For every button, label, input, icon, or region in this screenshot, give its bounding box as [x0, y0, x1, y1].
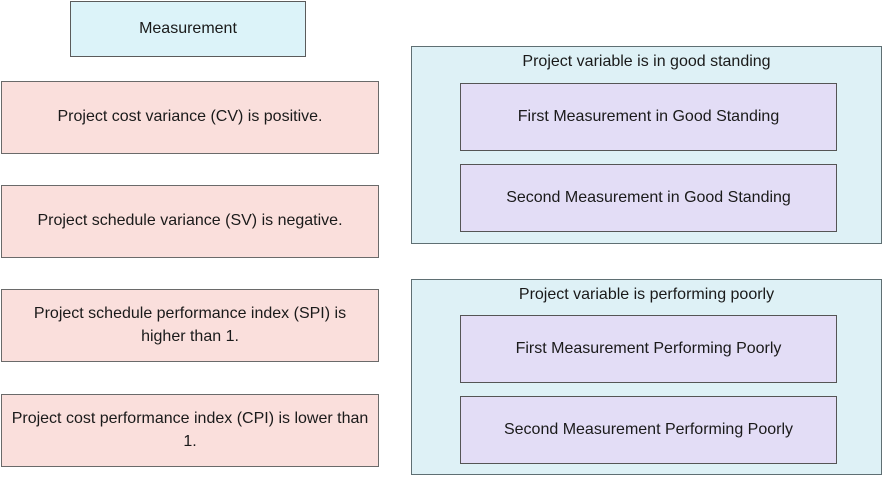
measurement-header: Measurement [70, 1, 306, 57]
good-standing-drop-slot-2[interactable]: Second Measurement in Good Standing [460, 164, 837, 232]
good-standing-group: Project variable is in good standing Fir… [411, 46, 882, 244]
good-standing-title: Project variable is in good standing [522, 53, 771, 70]
good-standing-drop-slot-1[interactable]: First Measurement in Good Standing [460, 83, 837, 151]
measurement-card-sv[interactable]: Project schedule variance (SV) is negati… [1, 185, 379, 258]
measurement-card-cpi[interactable]: Project cost performance index (CPI) is … [1, 394, 379, 467]
performing-poorly-group: Project variable is performing poorly Fi… [411, 279, 882, 475]
measurement-card-spi[interactable]: Project schedule performance index (SPI)… [1, 289, 379, 362]
performing-poorly-title: Project variable is performing poorly [518, 286, 775, 303]
performing-poorly-drop-slot-1[interactable]: First Measurement Performing Poorly [460, 315, 837, 383]
performing-poorly-drop-slot-2[interactable]: Second Measurement Performing Poorly [460, 396, 837, 464]
measurement-card-cv[interactable]: Project cost variance (CV) is positive. [1, 81, 379, 154]
